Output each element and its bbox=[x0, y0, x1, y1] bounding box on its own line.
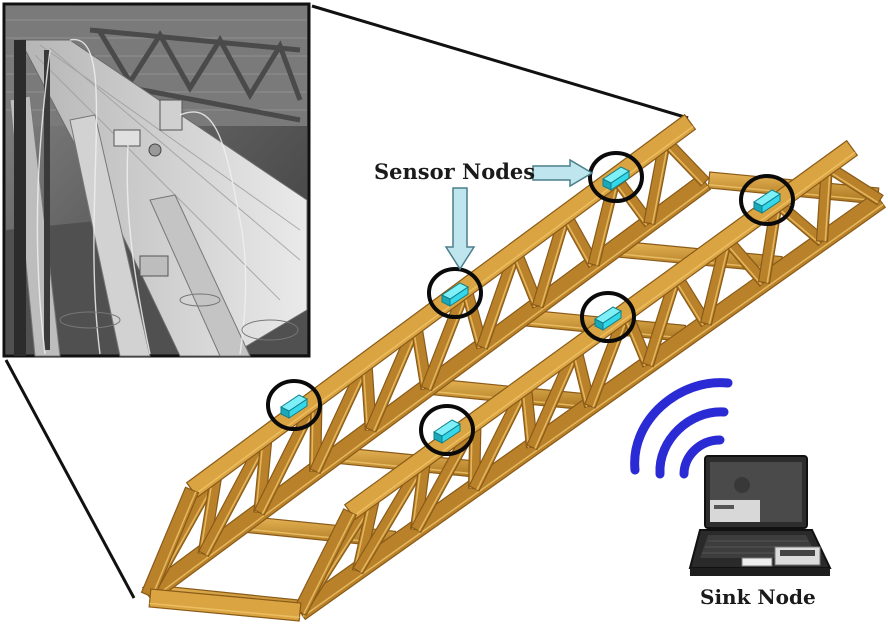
sink-node-label: Sink Node bbox=[700, 585, 816, 609]
sensor-ring bbox=[739, 174, 795, 226]
sensor-node bbox=[739, 174, 795, 226]
zoom-connector-top bbox=[311, 4, 689, 120]
sensor-ring bbox=[266, 379, 322, 431]
near-end-post bbox=[140, 486, 200, 599]
wooden-truss-bridge bbox=[140, 113, 887, 622]
sensor-ring bbox=[588, 151, 644, 203]
front-cross-beam bbox=[148, 588, 302, 622]
near-top-chord bbox=[185, 113, 697, 499]
sensor-nodes-group bbox=[266, 151, 795, 456]
zoom-connector-bottom bbox=[4, 359, 136, 599]
sensor-node bbox=[419, 404, 475, 456]
sensor-ring bbox=[580, 291, 636, 343]
sensor-box-icon bbox=[280, 394, 308, 419]
sensor-box-icon bbox=[433, 419, 461, 444]
laptop-icon bbox=[688, 455, 832, 576]
sensor-node bbox=[427, 267, 483, 319]
sensor-nodes-label: Sensor Nodes bbox=[374, 159, 535, 184]
arrow-right-icon bbox=[532, 158, 594, 188]
sensor-ring bbox=[419, 404, 475, 456]
photo-of-laboratory-truss-bridge bbox=[2, 2, 311, 358]
sensor-box-icon bbox=[594, 306, 622, 331]
sensor-pointer-arrows bbox=[444, 158, 594, 271]
arrow-down-icon bbox=[444, 187, 476, 271]
sensor-box-icon bbox=[441, 282, 469, 307]
sensor-node bbox=[588, 151, 644, 203]
sensor-box-icon bbox=[753, 189, 781, 214]
sensor-ring bbox=[427, 267, 483, 319]
sensor-box-icon bbox=[602, 166, 630, 191]
sensor-node bbox=[580, 291, 636, 343]
sensor-node bbox=[266, 379, 322, 431]
wireless-signal-icon bbox=[630, 378, 733, 479]
